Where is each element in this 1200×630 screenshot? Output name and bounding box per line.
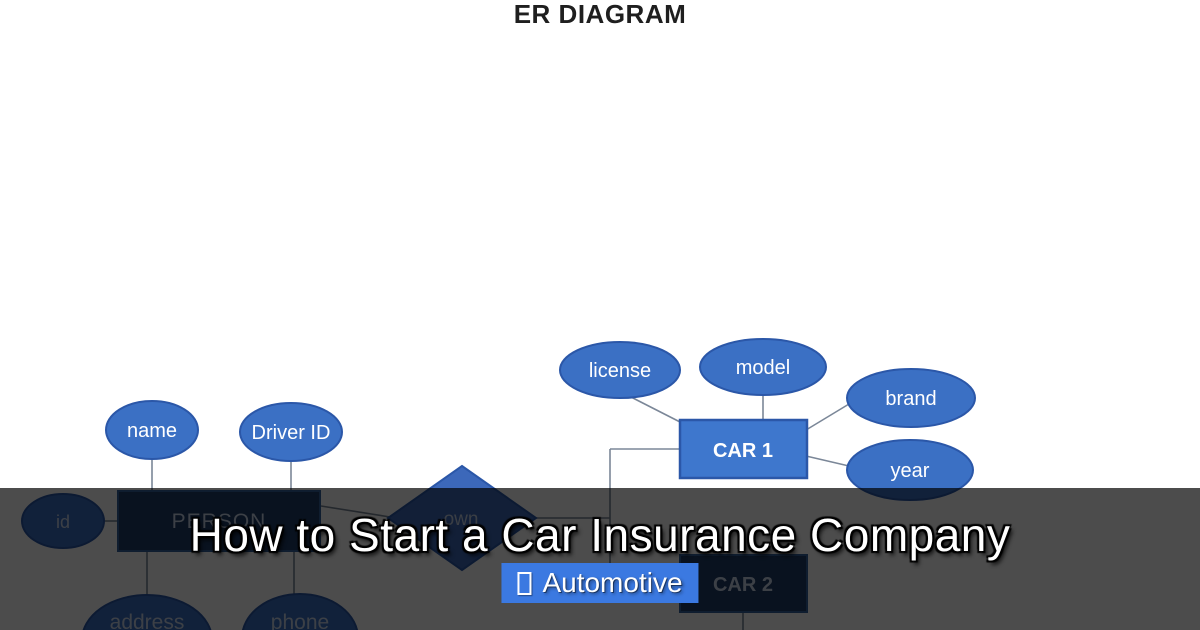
connector-car1-brand	[805, 403, 850, 431]
attribute-label-year: year	[891, 460, 930, 482]
category-badge[interactable]: Automotive	[501, 563, 699, 603]
attribute-ellipse-model	[699, 338, 827, 396]
category-missing-glyph-icon	[517, 572, 532, 595]
attribute-label-model: model	[736, 357, 790, 379]
connector-license-car1	[628, 395, 683, 424]
diagram-title: ER DIAGRAM	[514, 0, 687, 29]
article-title: How to Start a Car Insurance Company	[189, 509, 1011, 561]
connector-car1-year	[805, 455, 850, 467]
attribute-label-driver-id: Driver ID	[252, 422, 331, 444]
entity-rect-car1	[678, 418, 809, 480]
attribute-label-license: license	[589, 360, 651, 382]
attribute-label-name: name	[127, 420, 177, 442]
title-overlay-band	[0, 488, 1200, 630]
attribute-ellipse-brand	[846, 368, 976, 428]
category-label: Automotive	[542, 567, 683, 598]
attribute-ellipse-name	[105, 400, 199, 460]
attribute-ellipse-driver-id	[239, 402, 343, 462]
entity-label-car1: CAR 1	[713, 440, 773, 462]
attribute-label-brand: brand	[885, 388, 936, 410]
attribute-ellipse-license	[559, 341, 681, 399]
